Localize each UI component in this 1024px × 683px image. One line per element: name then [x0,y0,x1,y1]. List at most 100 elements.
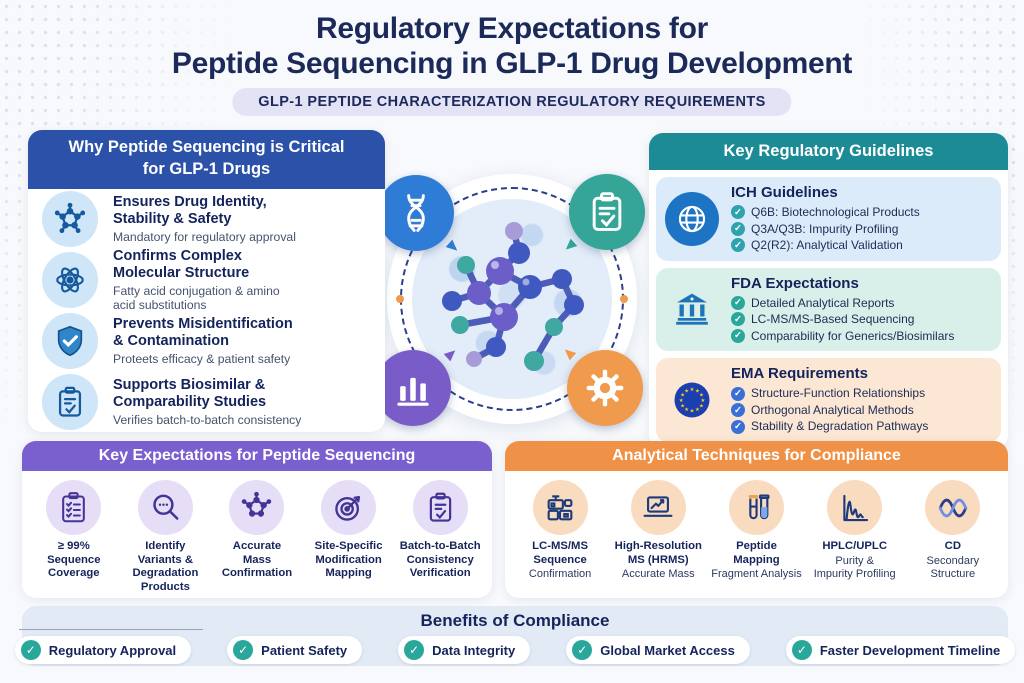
card-title: EMA Requirements [731,365,868,383]
benefits-title: Benefits of Compliance [420,611,610,630]
expectation-item: Site-Specific Modification Mapping [303,480,395,594]
benefit-pill: Patient Safety [227,636,363,664]
svg-text:★: ★ [684,407,689,413]
check-icon [731,205,745,220]
why-panel-header: Why Peptide Sequencing is Critical for G… [28,130,385,189]
shield-check-icon [42,313,98,370]
page-title: Regulatory Expectations for Peptide Sequ… [0,11,1024,82]
technique-item: LC-MS/MS Sequence Confirmation [513,480,607,581]
svg-text:★: ★ [680,393,685,399]
benefit-label: Patient Safety [261,642,348,658]
technique-item: CD Secondary Structure [906,480,1000,581]
benefit-label: Regulatory Approval [48,642,177,658]
svg-text:★: ★ [695,407,700,413]
benefit-label: Global Market Access [600,642,735,658]
check-icon [731,312,745,327]
benefit-pill: Faster Development Timeline [785,636,1016,664]
guideline-item: LC-MS/MS-Based Sequencing [731,311,954,328]
check-icon [731,295,745,310]
clipboard-check-icon [569,174,645,250]
guideline-item: Q6B: Biotechnological Products [731,204,920,221]
regulatory-guidelines-panel: Key Regulatory Guidelines ICH Guidelines… [649,133,1008,449]
expectation-label: Accurate Mass Confirmation [221,540,293,580]
check-icon [731,419,745,434]
why-item-title: Confirms Complex Molecular Structure [113,248,250,281]
why-item-title: Ensures Drug Identity, Stability & Safet… [113,194,267,228]
magnifier-icon [137,480,193,535]
svg-text:★: ★ [690,409,695,415]
guideline-item: Structure-Function Relationships [731,385,928,402]
guidelines-panel-header: Key Regulatory Guidelines [649,133,1008,170]
expectation-label: ≥ 99% Sequence Coverage [47,540,101,580]
molecule-icon [42,191,98,248]
subtitle-badge: GLP-1 PEPTIDE CHARACTERIZATION REGULATOR… [232,88,792,116]
check-icon [20,640,41,660]
svg-text:★: ★ [695,389,700,395]
why-sequencing-panel: Why Peptide Sequencing is Critical for G… [28,130,385,432]
check-icon [731,403,745,418]
cd-wave-icon [925,480,981,535]
expectation-item: Batch-to-Batch Consistency Verification [394,480,486,594]
check-icon [731,238,745,253]
why-panel-title-line2: for GLP-1 Drugs [142,159,271,178]
guideline-item: Stability & Degradation Pathways [731,418,928,435]
expectation-item: ≥ 99% Sequence Coverage [28,480,120,594]
gear-icon [567,350,643,426]
why-item-structure: Confirms Complex Molecular Structure Fat… [28,248,385,312]
why-item-identity: Ensures Drug Identity, Stability & Safet… [28,189,385,250]
hub-connector-arrows [396,238,628,362]
why-item-title: Supports Biosimilar & Comparability Stud… [113,377,267,411]
check-icon [572,640,593,660]
svg-text:★: ★ [690,387,695,393]
benefit-label: Faster Development Timeline [819,642,1001,658]
bank-icon [665,282,719,336]
svg-text:★: ★ [684,389,689,395]
technique-sublabel: Purity & Impurity Profiling [813,554,896,580]
technique-item: Peptide Mapping Fragment Analysis [709,480,803,581]
benefit-pill: Regulatory Approval [14,629,204,664]
why-item-desc: Fatty acid conjugation & amino acid subs… [113,283,280,312]
page-title-line2: Peptide Sequencing in GLP-1 Drug Develop… [171,47,853,81]
check-icon [731,386,745,401]
svg-text:★: ★ [699,393,704,399]
fda-expectations-card: FDA Expectations Detailed Analytical Rep… [656,267,1001,352]
check-icon [233,640,254,660]
guideline-item: Detailed Analytical Reports [731,295,954,312]
clipboard-check-icon [42,374,98,431]
technique-sublabel: Fragment Analysis [711,568,802,581]
svg-text:★: ★ [699,403,704,409]
molecule-icon [229,480,285,535]
svg-text:★: ★ [679,398,684,404]
expectation-label: Site-Specific Modification Mapping [314,540,383,580]
benefit-label: Data Integrity [432,642,516,658]
mass-spec-icon [532,480,588,535]
technique-label: CD [944,540,961,552]
svg-text:★: ★ [700,398,705,404]
benefit-pill: Global Market Access [566,636,750,664]
card-title: FDA Expectations [731,274,859,292]
technique-sublabel: Confirmation [528,568,592,581]
globe-icon [665,191,719,246]
eu-flag-icon: ★★★ ★★★ ★★★ ★★★ [665,373,719,427]
technique-item: High-Resolution MS (HRMS) Accurate Mass [611,480,705,581]
expectation-label: Identify Variants & Degradation Products [132,540,199,593]
central-hub-graphic [340,150,684,450]
expectation-label: Batch-to-Batch Consistency Verification [399,540,481,580]
check-icon [791,640,812,660]
why-item-biosimilar: Supports Biosimilar & Comparability Stud… [28,372,385,433]
check-icon [731,329,745,343]
expectations-panel-header: Key Expectations for Peptide Sequencing [22,441,492,471]
svg-text:★: ★ [680,403,685,409]
expectation-item: Accurate Mass Confirmation [211,480,303,594]
chromatogram-icon [827,480,883,535]
test-tubes-icon [728,480,784,535]
technique-item: HPLC/UPLC Purity & Impurity Profiling [808,480,902,581]
technique-label: High-Resolution MS (HRMS) [614,540,702,566]
page-title-line1: Regulatory Expectations for [316,12,708,45]
target-icon [321,480,377,535]
technique-label: HPLC/UPLC [822,540,887,552]
checklist-clipboard-icon [46,480,102,535]
expectation-item: Identify Variants & Degradation Products [120,480,212,594]
dna-icon [378,175,454,251]
